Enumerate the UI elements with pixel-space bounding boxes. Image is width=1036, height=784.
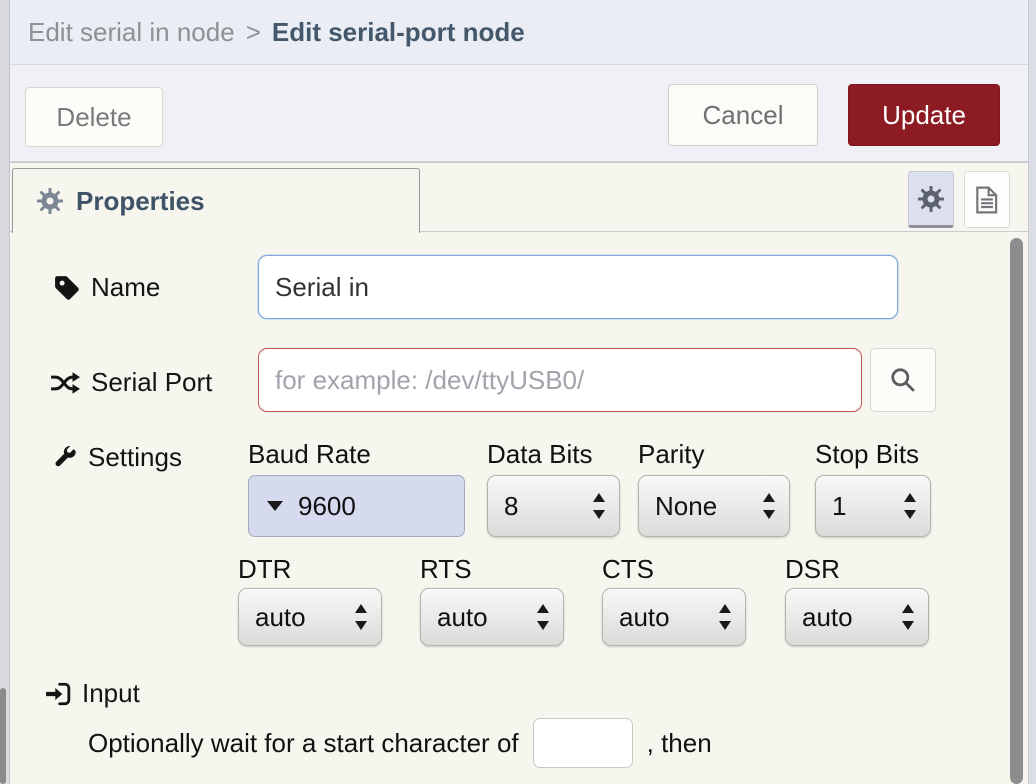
serial-port-search-button[interactable]: [870, 348, 936, 412]
rts-header: RTS: [420, 554, 472, 584]
baud-rate-header: Baud Rate: [248, 439, 371, 469]
node-properties-button[interactable]: [908, 171, 954, 228]
input-section-label-text: Input: [82, 678, 140, 708]
update-button[interactable]: Update: [848, 84, 1000, 146]
start-character-input[interactable]: [532, 718, 633, 768]
background-scrollbar[interactable]: [0, 688, 6, 784]
serial-port-input[interactable]: [258, 348, 862, 412]
cts-select[interactable]: auto: [602, 588, 746, 646]
cts-header: CTS: [602, 554, 654, 584]
name-input[interactable]: [258, 255, 898, 319]
breadcrumb: Edit serial in node > Edit serial-port n…: [10, 0, 1028, 65]
document-icon: [975, 186, 999, 214]
dialog-toolbar: Delete Cancel Update: [10, 65, 1028, 162]
parity-header: Parity: [638, 439, 705, 469]
name-label-text: Name: [91, 272, 161, 302]
settings-label-text: Settings: [88, 442, 182, 472]
parity-value: None: [655, 490, 718, 521]
up-down-arrows-icon: [900, 602, 916, 632]
tab-bar: Properties: [10, 162, 1028, 233]
name-label: Name: [54, 272, 160, 303]
delete-button[interactable]: Delete: [25, 87, 163, 147]
up-down-arrows-icon: [761, 491, 777, 521]
gear-icon: [918, 185, 944, 212]
gear-icon: [37, 188, 63, 214]
baud-rate-dropdown[interactable]: 9600: [248, 475, 465, 537]
up-down-arrows-icon: [902, 491, 918, 521]
rts-value: auto: [437, 601, 488, 632]
parity-select[interactable]: None: [638, 475, 790, 537]
up-down-arrows-icon: [535, 602, 551, 632]
wait-suffix-text: , then: [646, 727, 712, 758]
caret-down-icon: [267, 501, 283, 511]
settings-label: Settings: [52, 442, 182, 473]
serial-port-label: Serial Port: [50, 367, 212, 398]
serial-port-label-text: Serial Port: [91, 367, 213, 397]
panel-scrollbar[interactable]: [1010, 238, 1023, 784]
dtr-select[interactable]: auto: [238, 588, 382, 646]
tab-properties[interactable]: Properties: [12, 168, 420, 233]
stop-bits-value: 1: [832, 490, 847, 521]
input-section-label: Input: [45, 678, 140, 709]
workspace-left-strip: [0, 0, 10, 784]
data-bits-value: 8: [504, 490, 519, 521]
page-title: Edit serial-port node: [271, 16, 525, 47]
dtr-header: DTR: [238, 554, 292, 584]
wait-prefix-text: Optionally wait for a start character of: [88, 727, 519, 758]
start-character-line: Optionally wait for a start character of…: [88, 718, 712, 768]
properties-panel: Name Serial Port: [10, 232, 1028, 784]
tab-properties-label: Properties: [76, 185, 205, 216]
baud-rate-value: 9600: [298, 490, 356, 521]
breadcrumb-separator: >: [245, 16, 261, 47]
dsr-header: DSR: [785, 554, 840, 584]
dsr-value: auto: [802, 601, 853, 632]
wrench-icon: [52, 445, 77, 470]
stop-bits-select[interactable]: 1: [815, 475, 931, 537]
sign-in-icon: [45, 682, 71, 706]
tag-icon: [54, 275, 80, 301]
data-bits-select[interactable]: 8: [487, 475, 620, 537]
shuffle-icon: [50, 371, 80, 395]
magnifier-icon: [889, 366, 917, 394]
stop-bits-header: Stop Bits: [815, 439, 920, 469]
dsr-select[interactable]: auto: [785, 588, 929, 646]
up-down-arrows-icon: [353, 602, 369, 632]
cts-value: auto: [619, 601, 670, 632]
node-description-button[interactable]: [964, 171, 1010, 228]
rts-select[interactable]: auto: [420, 588, 564, 646]
up-down-arrows-icon: [717, 602, 733, 632]
edit-serial-port-dialog: Edit serial in node > Edit serial-port n…: [10, 0, 1029, 784]
breadcrumb-parent[interactable]: Edit serial in node: [28, 16, 235, 47]
data-bits-header: Data Bits: [487, 439, 593, 469]
dtr-value: auto: [255, 601, 306, 632]
cancel-button[interactable]: Cancel: [668, 84, 818, 146]
up-down-arrows-icon: [591, 491, 607, 521]
